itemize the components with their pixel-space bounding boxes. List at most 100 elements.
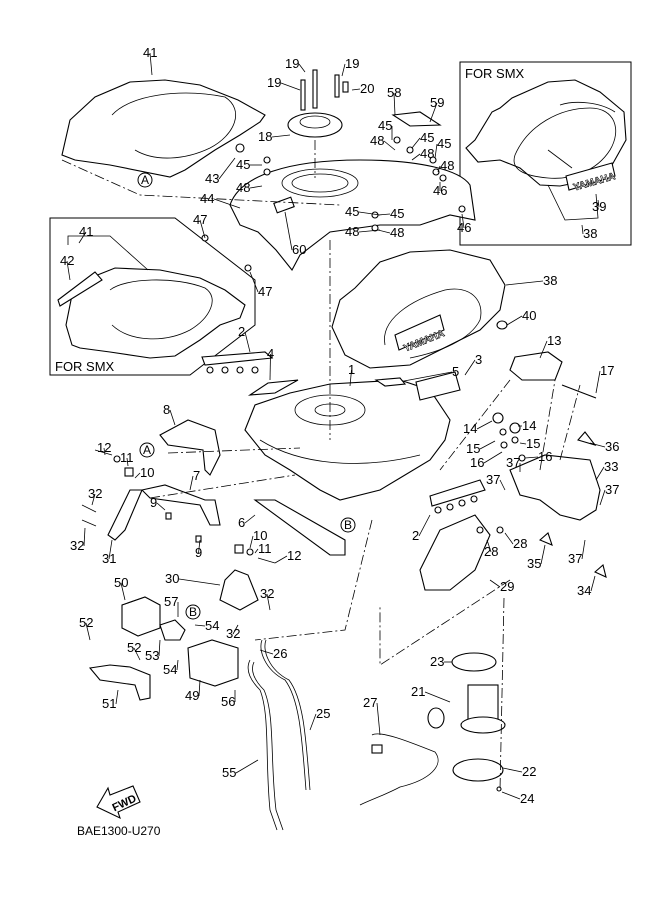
bolt-17: [561, 384, 597, 399]
part-number-43: 43: [205, 171, 219, 186]
smx-tank-cover-inset: FOR SMX YAMAHA: [459, 61, 632, 246]
bracket-30[interactable]: [219, 569, 259, 611]
bracket-33[interactable]: [509, 454, 601, 521]
tank-cover-44[interactable]: [229, 159, 476, 271]
part-number-45: 45: [236, 157, 250, 172]
leader-line: [249, 185, 263, 189]
leader-line: [429, 102, 438, 123]
bracket-51[interactable]: [88, 664, 151, 701]
leader-line: [244, 331, 251, 353]
fuel-cap-18[interactable]: [287, 69, 349, 138]
part-number-48: 48: [236, 180, 250, 195]
canister-49[interactable]: [187, 639, 239, 687]
leader-line: [411, 137, 421, 149]
leader-line: [590, 575, 596, 592]
leader-line: [176, 659, 179, 671]
ref-B-hose: B: [185, 604, 201, 620]
leader-line: [134, 472, 141, 479]
heat-shield-29: [419, 514, 491, 591]
fuel-pump-21[interactable]: [427, 684, 506, 734]
leader-line: [266, 593, 271, 611]
ref-A-top: A: [137, 172, 153, 188]
leader-line: [341, 63, 346, 77]
part-number-36: 36: [605, 439, 619, 454]
part-number-24: 24: [520, 791, 534, 806]
bolt-19c: [334, 74, 340, 98]
leader-line: [377, 213, 391, 216]
leader-line: [358, 211, 381, 216]
part-number-37: 37: [486, 472, 500, 487]
part-number-37: 37: [506, 455, 520, 470]
part-number-1: 1: [348, 362, 355, 377]
bracket-13[interactable]: [509, 351, 563, 381]
part-number-55: 55: [222, 765, 236, 780]
leader-line: [158, 639, 161, 657]
leader-line: [519, 442, 527, 445]
part-number-32: 32: [260, 586, 274, 601]
part-number-4: 4: [267, 346, 274, 361]
leader-line: [489, 579, 501, 588]
leader-line: [539, 340, 548, 359]
leader-line: [254, 548, 259, 554]
connector-lines: [61, 159, 581, 791]
fasteners-45-48: [201, 136, 466, 272]
part-number-17: 17: [600, 363, 614, 378]
leader-line: [376, 702, 381, 736]
leader-line: [198, 679, 201, 697]
clip-34: [593, 563, 607, 578]
leader-line: [133, 647, 141, 661]
decal-58: [391, 111, 442, 127]
leader-line: [249, 535, 254, 549]
part-number-50: 50: [114, 575, 128, 590]
mount-rail-2a[interactable]: [201, 351, 274, 374]
leader-line: [424, 691, 451, 703]
fuel-tank-1[interactable]: [244, 379, 451, 501]
leader-line: [351, 88, 361, 91]
part-number-41: 41: [143, 45, 157, 60]
part-number-35: 35: [527, 556, 541, 571]
tank-rear-cover-41[interactable]: [61, 79, 266, 178]
part-number-40: 40: [522, 308, 536, 323]
svg-text:B: B: [344, 518, 352, 532]
leader-line: [589, 442, 606, 448]
bracket-31[interactable]: [107, 489, 143, 541]
fuel-hose-27[interactable]: [359, 733, 439, 806]
part-number-30: 30: [165, 571, 179, 586]
part-number-34: 34: [577, 583, 591, 598]
side-cover-38[interactable]: [331, 249, 506, 369]
part-number-42: 42: [60, 253, 74, 268]
smx-tank-cover-part[interactable]: [465, 79, 627, 187]
mount-rail-2b[interactable]: [429, 479, 486, 514]
grommet-43: [235, 143, 245, 153]
leader-line: [540, 544, 546, 565]
clip-35: [538, 532, 553, 546]
screw-28a: [496, 526, 504, 534]
leader-line: [149, 52, 153, 76]
part-number-48: 48: [345, 224, 359, 239]
diagram-code: BAE1300-U270: [77, 824, 161, 838]
part-number-19: 19: [267, 75, 281, 90]
canister-50[interactable]: [121, 596, 161, 637]
bracket-8[interactable]: [159, 419, 221, 476]
leader-line: [581, 539, 586, 560]
screw-28b: [476, 526, 484, 534]
part-number-33: 33: [604, 459, 618, 474]
part-number-10: 10: [140, 465, 154, 480]
part-number-52: 52: [79, 615, 93, 630]
part-number-45: 45: [390, 206, 404, 221]
part-number-16: 16: [538, 449, 552, 464]
part-number-51: 51: [102, 696, 116, 711]
bracket-7[interactable]: [140, 484, 221, 526]
connector-27: [371, 744, 383, 754]
part-number-32: 32: [88, 486, 102, 501]
leader-line: [115, 689, 119, 705]
part-number-48: 48: [440, 158, 454, 173]
leader-line: [437, 165, 441, 173]
part-number-18: 18: [258, 129, 272, 144]
leader-line: [393, 92, 396, 116]
part-number-3: 3: [475, 352, 482, 367]
part-number-23: 23: [430, 654, 444, 669]
leader-line: [581, 224, 584, 235]
leader-line: [595, 466, 605, 481]
part-number-32: 32: [70, 538, 84, 553]
